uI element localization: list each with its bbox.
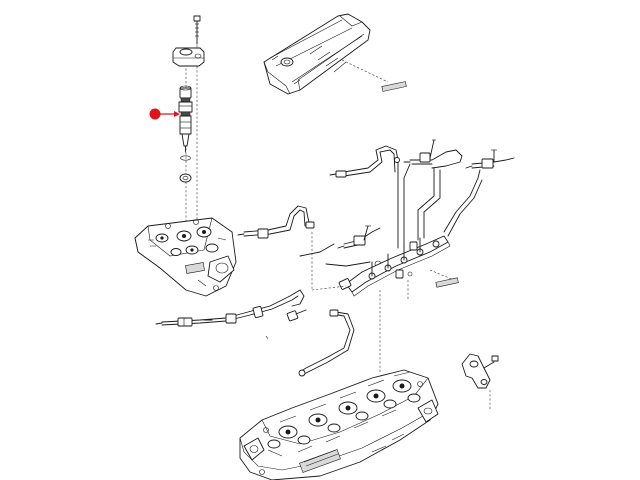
fuel-line-1[interactable] <box>329 145 400 178</box>
valve-cover-gasket[interactable] <box>381 81 407 92</box>
fuel-line-5[interactable] <box>237 205 315 239</box>
fuel-line-2[interactable] <box>403 139 463 169</box>
mounting-bracket[interactable] <box>461 353 499 410</box>
fuel-line-3[interactable] <box>465 149 515 169</box>
cylinder-head[interactable] <box>239 369 439 480</box>
fuel-line-8[interactable] <box>298 309 355 377</box>
highlight-dot <box>149 108 161 120</box>
highlight-arrowhead <box>174 111 180 117</box>
injector-bolt[interactable] <box>193 15 201 45</box>
valve-cover-leader <box>341 59 389 83</box>
injector-clamp[interactable] <box>172 47 205 67</box>
highlight-marker <box>149 108 180 120</box>
injector-seal-ring[interactable] <box>179 155 192 183</box>
valve-cover[interactable] <box>263 13 371 95</box>
reference-tick <box>265 335 269 340</box>
fuel-lines <box>155 139 515 377</box>
cylinder-ports <box>267 379 421 449</box>
fuel-line-connector[interactable] <box>286 309 307 322</box>
cylinder-head-section[interactable] <box>134 217 237 297</box>
fuel-line-4[interactable] <box>337 225 381 249</box>
fuel-rail[interactable] <box>338 163 483 297</box>
injector-assembly <box>149 15 205 230</box>
rail-leader <box>429 269 455 281</box>
fuel-line-7[interactable] <box>155 289 305 327</box>
fuel-injector[interactable] <box>178 85 193 153</box>
rail-gasket[interactable] <box>435 277 459 288</box>
